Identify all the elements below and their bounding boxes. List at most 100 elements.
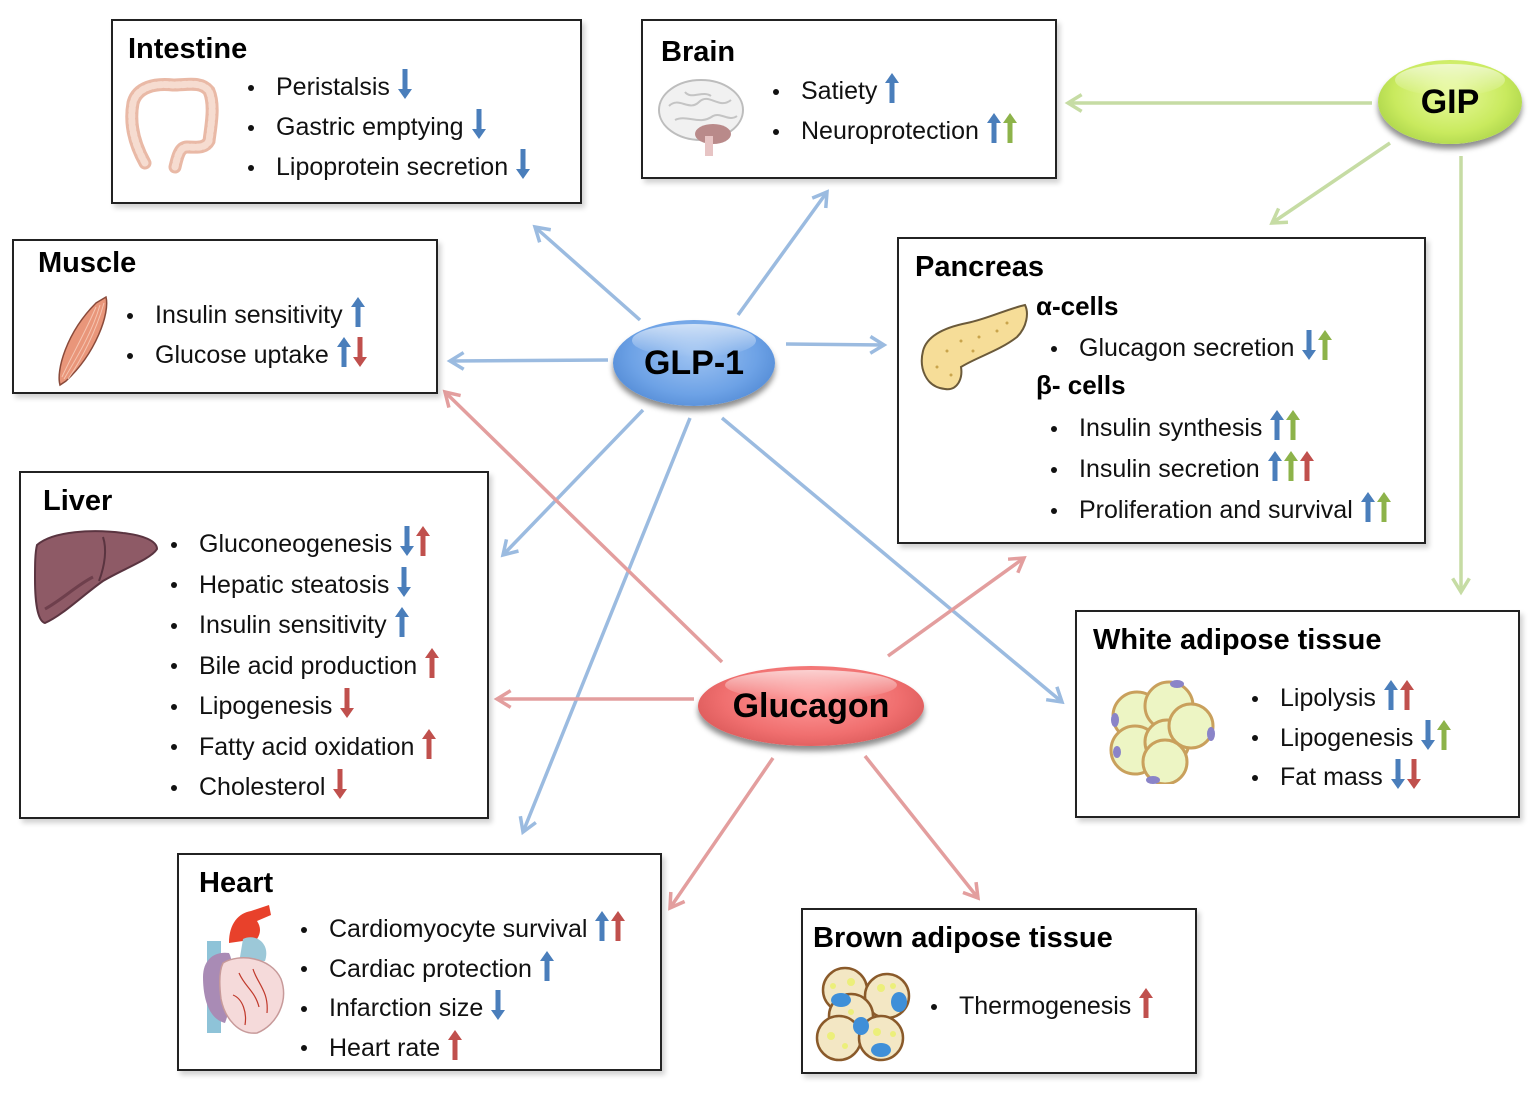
organ-box-brown-adipose: Brown adipose tissue Thermogenesis (801, 908, 1197, 1074)
effect-label: Insulin synthesis (1079, 414, 1263, 442)
pancreas-icon (920, 303, 1028, 391)
glucagon-label: Glucagon (732, 686, 890, 725)
glp1-node: GLP-1 (613, 320, 775, 406)
up-arrow-icon (425, 647, 440, 685)
connector-line (886, 556, 1026, 658)
connector-gip-to-white_adipose (1451, 156, 1471, 596)
effect-item: Insulin sensitivity (127, 297, 365, 334)
effect-item: Cardiomyocyte survival (301, 911, 626, 948)
effect-item: Insulin secretion (1051, 451, 1314, 488)
effect-arrows (471, 109, 486, 146)
up-arrow-icon (539, 950, 554, 988)
effect-arrows (340, 688, 355, 725)
effect-arrows (1360, 492, 1391, 529)
arrowhead-icon (668, 891, 686, 911)
up-arrow-icon (336, 337, 351, 374)
effect-item: Peristalsis (248, 69, 412, 106)
effect-item: Lipogenesis (1252, 719, 1452, 757)
bullet (248, 84, 254, 91)
effect-arrows (397, 566, 412, 604)
effect-item: Thermogenesis (931, 988, 1154, 1025)
up-arrow-icon (1283, 451, 1298, 488)
connector-glp1-to-muscle (446, 351, 609, 371)
bullet (1252, 774, 1258, 781)
bullet (248, 124, 254, 131)
bullet (248, 164, 254, 171)
effect-item: Proliferation and survival (1051, 492, 1391, 529)
arrowhead-icon (869, 335, 888, 355)
effect-label: Neuroprotection (801, 117, 979, 145)
bullet (171, 744, 177, 750)
arrowhead-icon (532, 224, 552, 243)
effect-item: Cardiac protection (301, 950, 554, 988)
organ-title: Intestine (128, 33, 248, 65)
effect-arrows (397, 69, 412, 106)
effect-item: Infarction size (301, 990, 506, 1027)
bullet (773, 88, 779, 95)
connector-line (449, 358, 609, 363)
up-arrow-icon (1267, 451, 1282, 488)
up-arrow-icon (394, 607, 409, 644)
up-arrow-icon (1399, 680, 1414, 717)
up-arrow-icon (595, 911, 610, 948)
down-arrow-icon (1421, 719, 1436, 757)
effect-arrows (885, 73, 900, 110)
gip-node: GIP (1378, 60, 1522, 144)
down-arrow-icon (1390, 759, 1405, 796)
effect-arrows (448, 1029, 463, 1067)
connector-glp1-to-intestine (532, 224, 642, 322)
bullet (171, 784, 177, 791)
effect-label: Satiety (801, 77, 878, 105)
organ-title: Pancreas (915, 251, 1044, 283)
bullet (127, 352, 133, 359)
brain-icon (658, 79, 744, 156)
connector-line (443, 390, 724, 664)
up-arrow-icon (1383, 680, 1398, 717)
organ-title: White adipose tissue (1093, 624, 1382, 656)
effect-label: Thermogenesis (959, 992, 1132, 1020)
up-arrow-icon (1002, 113, 1017, 150)
effect-item: Satiety (773, 73, 900, 110)
connector-gip-to-brain (1064, 93, 1372, 113)
bullet (1252, 735, 1258, 741)
effect-item: Cholesterol (171, 769, 348, 806)
arrowhead-icon (1451, 577, 1471, 596)
down-arrow-icon (333, 769, 348, 806)
down-arrow-icon (491, 990, 506, 1027)
liver-icon (33, 530, 159, 625)
white-adipocytes-icon (1109, 680, 1215, 784)
effect-label: Fat mass (1280, 763, 1383, 791)
down-arrow-icon (1406, 759, 1421, 796)
effect-arrows (1302, 330, 1333, 367)
effect-label: Glucagon secretion (1079, 334, 1295, 362)
connector-line (863, 754, 980, 900)
effect-item: Glucose uptake (127, 337, 367, 374)
connector-line (533, 225, 642, 322)
effect-item: Lipolysis (1252, 680, 1414, 717)
bullet (773, 128, 779, 135)
down-arrow-icon (340, 688, 355, 725)
effect-item: Insulin synthesis (1051, 410, 1301, 447)
arrowhead-icon (500, 538, 519, 558)
effect-arrows (516, 149, 531, 186)
up-arrow-icon (1299, 451, 1314, 488)
connector-line (785, 342, 885, 347)
bullet (1051, 345, 1057, 352)
effect-arrows (400, 526, 431, 563)
effect-arrows (394, 607, 409, 644)
connector-gip-to-pancreas (1269, 141, 1391, 225)
bullet (1051, 425, 1057, 432)
up-arrow-icon (1360, 492, 1375, 529)
connector-glp1-to-white_adipose (720, 416, 1065, 705)
effect-arrows (1270, 410, 1301, 447)
connector-glucagon-to-heart (668, 757, 775, 911)
up-arrow-icon (350, 297, 365, 334)
bullet (1051, 507, 1057, 514)
bullet (171, 663, 177, 669)
gip-label: GIP (1420, 82, 1480, 121)
effect-label: Insulin sensitivity (155, 301, 343, 329)
effect-label: Gastric emptying (276, 113, 464, 141)
